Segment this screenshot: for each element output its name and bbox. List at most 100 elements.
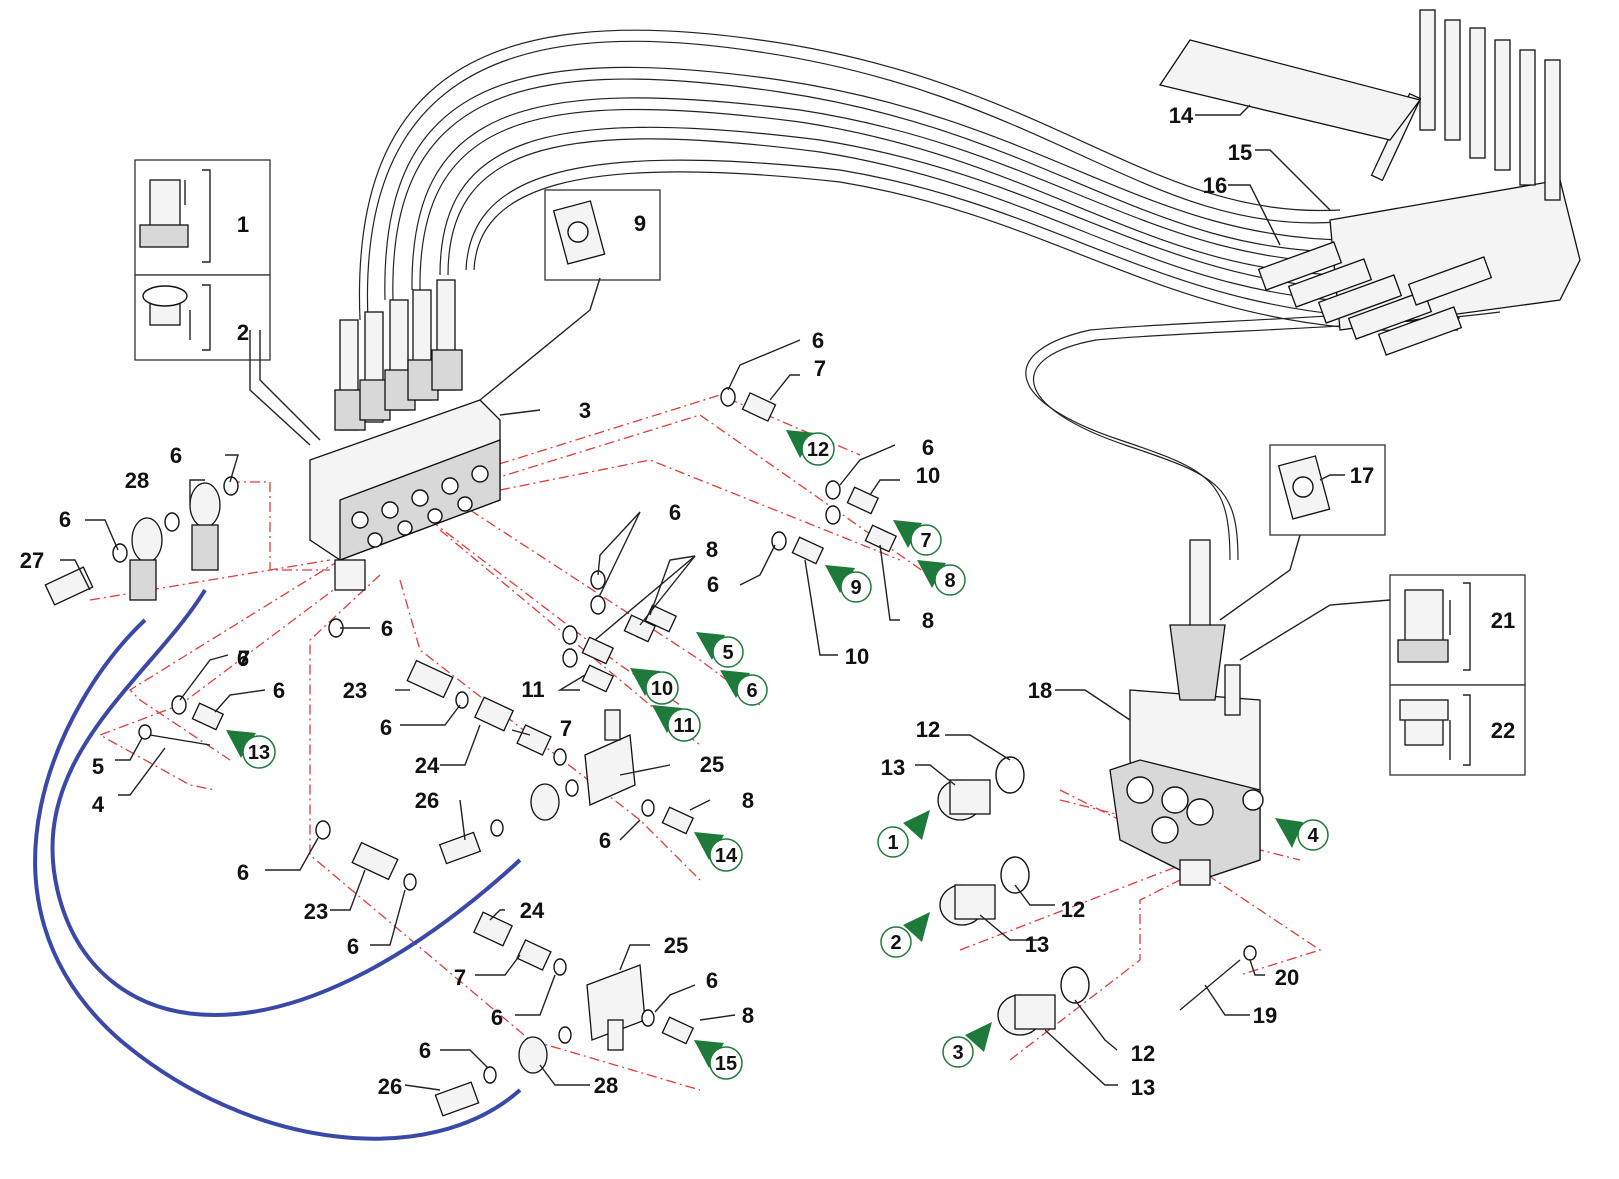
callout-7: 7: [238, 646, 250, 671]
callout-22: 22: [1491, 718, 1515, 743]
callout-6-extra: 6: [237, 646, 249, 671]
callout-6: 6: [347, 934, 359, 959]
connection-marker-15: 15: [694, 1040, 743, 1080]
connection-marker-9: 9: [825, 565, 872, 603]
callout-6: 6: [812, 328, 824, 353]
inset-box-left: [134, 159, 321, 446]
callout-26: 26: [378, 1074, 402, 1099]
callout-6: 6: [706, 968, 718, 993]
callout-13: 13: [1025, 932, 1049, 957]
callout-8: 8: [922, 608, 934, 633]
leader-lines: [60, 104, 1345, 1091]
connection-label: 9: [850, 577, 861, 599]
callout-28: 28: [594, 1073, 618, 1098]
callout-6: 6: [599, 828, 611, 853]
callout-6: 6: [419, 1038, 431, 1063]
callout-6: 6: [381, 616, 393, 641]
callout-12: 12: [1131, 1041, 1155, 1066]
callout-17: 17: [1350, 463, 1374, 488]
connection-label: 10: [651, 678, 673, 700]
connection-marker-11: 11: [652, 705, 701, 742]
connection-label: 5: [722, 642, 733, 664]
callout-27: 27: [20, 548, 44, 573]
callout-6: 6: [707, 572, 719, 597]
callout-10: 10: [845, 644, 869, 669]
callout-8: 8: [742, 788, 754, 813]
callout-23: 23: [304, 899, 328, 924]
callout-14: 14: [1169, 103, 1194, 128]
callout-8: 8: [742, 1003, 754, 1028]
connection-marker-8: 8: [917, 560, 966, 596]
single-section-valve: [1109, 539, 1264, 886]
part-callouts: 1 2 3 4 5 6 6 6 6 6 6 6 6 6 6 6 6 6 6 6 …: [20, 103, 1515, 1100]
connection-marker-7: 7: [893, 520, 942, 556]
connection-marker-14: 14: [694, 832, 743, 872]
callout-15: 15: [1228, 140, 1252, 165]
connection-marker-3: 3: [942, 1022, 992, 1068]
callout-2: 2: [237, 320, 249, 345]
callout-6: 6: [170, 443, 182, 468]
inset-box-right: [1239, 574, 1526, 776]
callout-11: 11: [521, 677, 544, 702]
callout-13: 13: [1131, 1075, 1155, 1100]
callout-9: 9: [634, 211, 646, 236]
connection-marker-13: 13: [226, 730, 276, 769]
callout-26: 26: [415, 788, 439, 813]
callout-25: 25: [664, 933, 688, 958]
lever-control-group: [1158, 9, 1581, 356]
connection-label: 4: [1307, 825, 1319, 847]
callout-1: 1: [237, 212, 249, 237]
callout-8: 8: [706, 537, 718, 562]
connection-label: 11: [673, 715, 694, 737]
inset-box-17: [1219, 444, 1386, 621]
callout-25: 25: [700, 752, 724, 777]
callout-6: 6: [380, 715, 392, 740]
callout-18: 18: [1028, 678, 1052, 703]
callout-13: 13: [881, 755, 905, 780]
connection-marker-4: 4: [1275, 818, 1329, 851]
connection-label: 12: [807, 439, 829, 461]
callout-7: 7: [560, 716, 572, 741]
connection-label: 8: [944, 570, 955, 592]
hydraulic-hoses: [33, 588, 522, 1141]
callout-4: 4: [92, 792, 105, 817]
connection-label: 14: [715, 845, 738, 867]
callout-6: 6: [922, 435, 934, 460]
callout-24: 24: [415, 753, 440, 778]
callout-21: 21: [1491, 608, 1515, 633]
callout-5: 5: [92, 754, 104, 779]
control-cables: [358, 29, 1501, 561]
callout-6: 6: [273, 678, 285, 703]
connection-markers: 1 2 3 4 5 6 7: [226, 430, 1329, 1080]
callout-16: 16: [1203, 173, 1227, 198]
callout-7: 7: [814, 356, 826, 381]
connection-label: 13: [248, 742, 270, 764]
connection-marker-12: 12: [786, 430, 835, 466]
callout-6: 6: [237, 860, 249, 885]
connection-marker-6: 6: [720, 670, 768, 706]
connection-label: 3: [952, 1042, 963, 1064]
callout-10: 10: [916, 463, 940, 488]
connection-label: 15: [715, 1053, 737, 1075]
callout-7: 7: [454, 965, 466, 990]
connection-label: 7: [920, 530, 931, 552]
callout-6: 6: [491, 1005, 503, 1030]
fittings-and-seals: [44, 387, 1257, 1117]
connection-marker-2: 2: [880, 912, 930, 958]
callout-6: 6: [59, 507, 71, 532]
callout-12: 12: [1061, 897, 1085, 922]
connection-label: 2: [890, 932, 901, 954]
callout-23: 23: [343, 678, 367, 703]
control-valve-block: [309, 279, 501, 591]
connection-marker-1: 1: [877, 810, 930, 858]
connection-label: 1: [887, 832, 898, 854]
callout-20: 20: [1275, 965, 1299, 990]
callout-19: 19: [1253, 1003, 1277, 1028]
connection-label: 6: [746, 680, 757, 702]
inset-box-9: [479, 189, 661, 401]
callout-12: 12: [916, 717, 940, 742]
connection-marker-5: 5: [696, 632, 744, 668]
callout-3: 3: [579, 398, 591, 423]
